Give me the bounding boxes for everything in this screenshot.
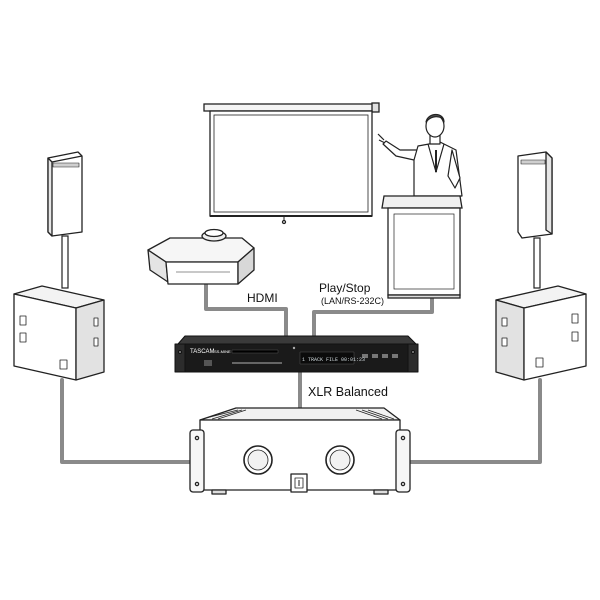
right-speaker-pole	[533, 237, 541, 289]
cables	[60, 280, 542, 464]
left-subwoofer	[13, 285, 105, 381]
projector	[147, 228, 255, 285]
media-player	[174, 335, 419, 373]
presenter-figure	[377, 113, 463, 197]
right-speaker-cable	[406, 378, 542, 464]
play-stop-sublabel: (LAN/RS-232C)	[321, 296, 385, 306]
player-display-text: 1 TRACK FILE 00:01:23	[302, 357, 365, 363]
hdmi-cable	[204, 280, 288, 344]
left-satellite-speaker	[47, 151, 83, 237]
left-speaker-pole	[61, 235, 69, 289]
left-speaker-cable	[60, 378, 192, 464]
power-amplifier	[189, 407, 411, 495]
right-subwoofer	[495, 285, 587, 381]
lectern	[381, 195, 463, 299]
xlr-balanced-label: XLR Balanced	[308, 385, 388, 399]
play-stop-label: Play/Stop	[319, 281, 371, 295]
hdmi-label: HDMI	[247, 291, 278, 305]
projection-screen	[203, 102, 380, 225]
play-stop-cable	[312, 293, 434, 344]
player-brand-label: TASCAM	[190, 349, 215, 355]
right-satellite-speaker	[517, 151, 553, 239]
player-model-label: SS-MINE	[214, 349, 231, 354]
